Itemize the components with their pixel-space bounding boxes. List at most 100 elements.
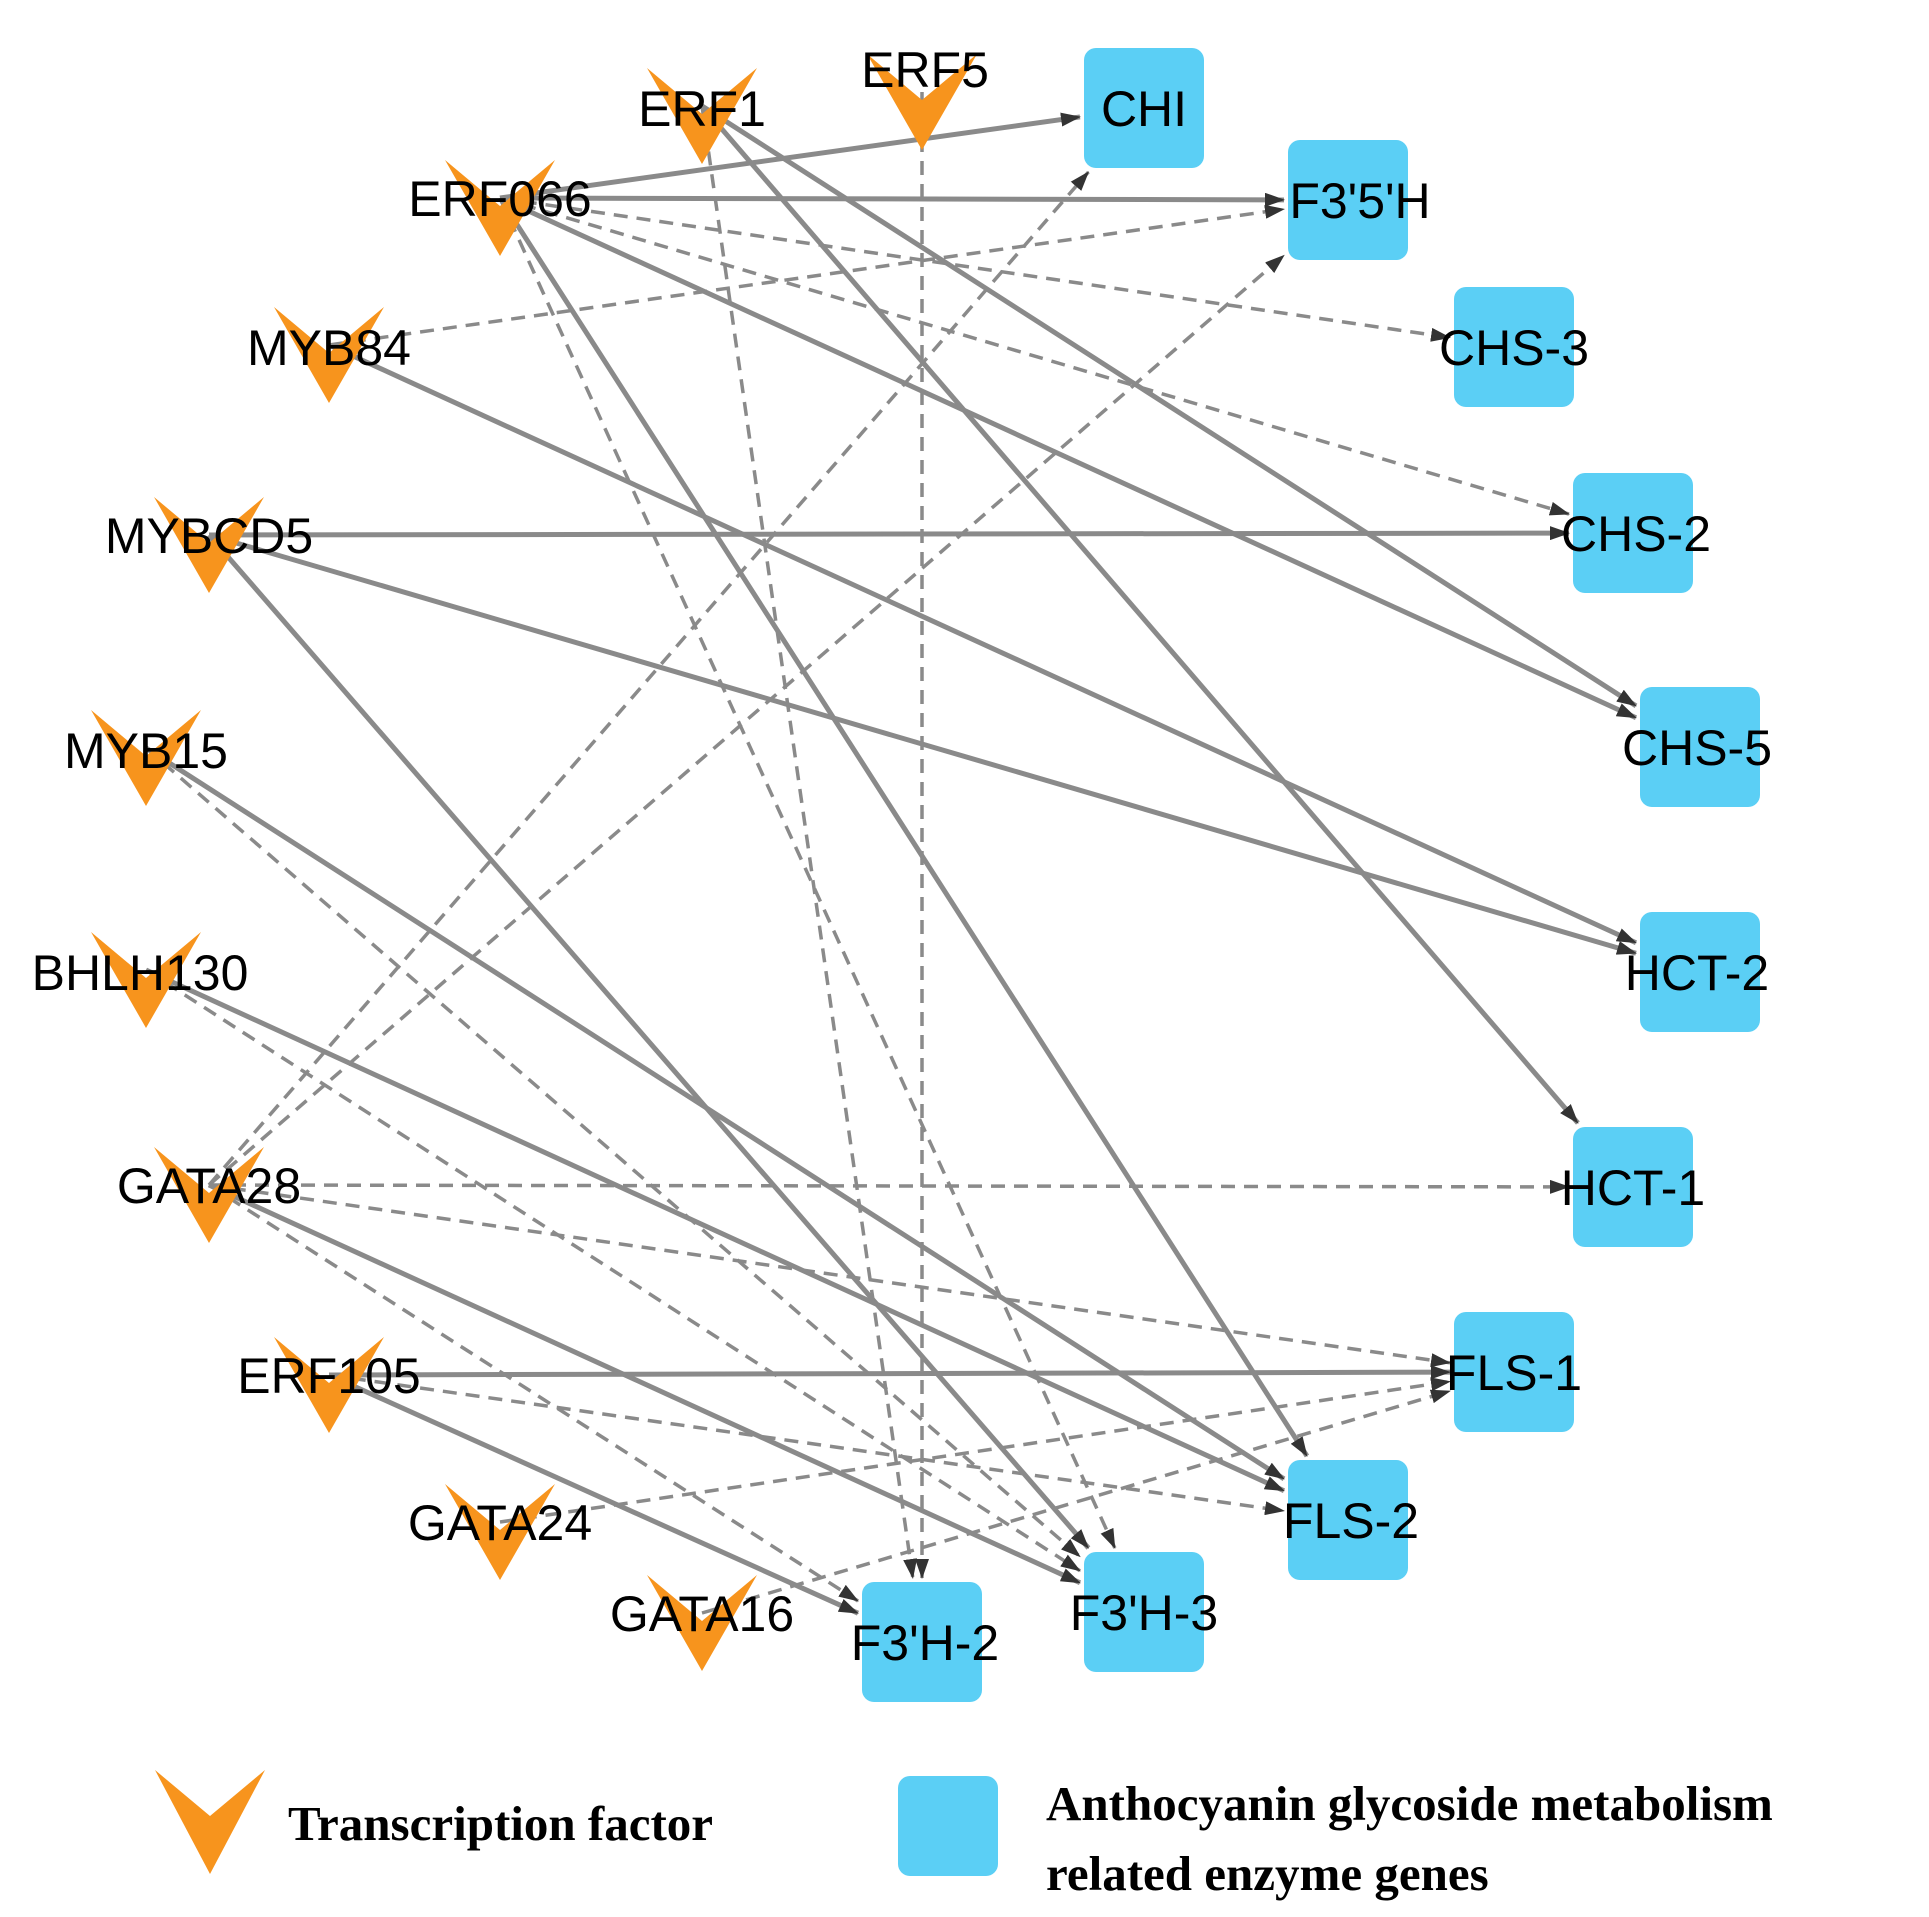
transcription-factor-shape: [647, 68, 757, 164]
node-label: CHS-3: [1439, 320, 1589, 376]
enzyme-gene-shape: [862, 1582, 982, 1702]
node-chs5: CHS-5: [1622, 687, 1772, 807]
edge-erf105-to-fls1: [328, 1365, 1451, 1380]
enzyme-gene-shape: [1084, 1552, 1204, 1672]
node-label: ERF066: [408, 171, 591, 227]
edge-mybcd5-to-f3h3: [207, 533, 1091, 1550]
node-label: ERF1: [638, 81, 766, 137]
nodes-layer: ERF5ERF1ERF066MYB84MYBCD5MYB15BHLH130GAT…: [32, 42, 1772, 1702]
node-erf066: ERF066: [408, 160, 592, 256]
enzyme-gene-shape: [1573, 473, 1693, 593]
enzyme-gene-shape: [1640, 912, 1760, 1032]
legend: Transcription factor Anthocyanin glycosi…: [155, 1770, 1773, 1901]
node-label: HCT-1: [1561, 1160, 1705, 1216]
edge-gata28-to-f35h: [207, 254, 1286, 1187]
node-mybcd5: MYBCD5: [105, 497, 313, 593]
node-hct2: HCT-2: [1625, 912, 1769, 1032]
legend-enzyme-gene-icon: [898, 1776, 998, 1876]
edge-bhlh130-to-fls2: [144, 967, 1286, 1493]
node-f35h: F3'5'H: [1288, 140, 1431, 260]
node-fls1: FLS-1: [1446, 1312, 1582, 1432]
node-erf105: ERF105: [237, 1337, 421, 1433]
node-label: GATA16: [610, 1586, 794, 1642]
edge-erf1-to-hct1: [700, 104, 1580, 1125]
legend-enzyme-gene-label-line1: Anthocyanin glycoside metabolism: [1046, 1776, 1773, 1831]
edge-gata16-to-fls1: [701, 1389, 1451, 1615]
node-label: CHS-2: [1561, 506, 1711, 562]
node-label: CHI: [1101, 81, 1187, 137]
edge-erf066-to-chs2: [499, 196, 1570, 516]
transcription-factor-shape: [274, 1337, 384, 1433]
transcription-factor-shape: [647, 1575, 757, 1671]
legend-transcription-factor-icon: [155, 1770, 265, 1874]
edge-erf066-to-chs5: [498, 195, 1638, 720]
enzyme-gene-shape: [1454, 287, 1574, 407]
enzyme-gene-shape: [1288, 140, 1408, 260]
node-label: GATA28: [117, 1158, 301, 1214]
edge-erf1-to-f3h2: [700, 105, 918, 1579]
node-label: F3'5'H: [1289, 173, 1430, 229]
node-label: GATA24: [408, 1495, 592, 1551]
node-label: ERF105: [237, 1348, 420, 1404]
node-label: MYB15: [64, 723, 228, 779]
node-fls2: FLS-2: [1283, 1460, 1419, 1580]
node-erf1: ERF1: [638, 68, 766, 164]
edge-myb15-to-f3h3: [144, 746, 1082, 1558]
edge-erf066-to-f3h3: [498, 197, 1117, 1549]
edge-erf1-to-chs5: [700, 103, 1638, 708]
edge-myb15-to-fls2: [144, 745, 1286, 1481]
node-gata16: GATA16: [610, 1575, 794, 1671]
node-erf5: ERF5: [861, 42, 989, 150]
node-f3h3: F3'H-3: [1070, 1552, 1218, 1672]
node-label: MYB84: [247, 320, 411, 376]
node-label: FLS-1: [1446, 1345, 1582, 1401]
edges-layer: [144, 92, 1638, 1616]
enzyme-gene-shape: [1573, 1127, 1693, 1247]
transcription-factor-shape: [867, 54, 977, 150]
edge-myb84-to-hct2: [327, 342, 1638, 946]
transcription-factor-shape: [91, 932, 201, 1028]
transcription-factor-shape: [445, 160, 555, 256]
transcription-factor-shape: [274, 307, 384, 403]
edge-gata28-to-f3h2: [208, 1183, 859, 1603]
edge-erf066-to-fls2: [497, 196, 1310, 1458]
enzyme-gene-shape: [1454, 1312, 1574, 1432]
node-chs2: CHS-2: [1561, 473, 1711, 593]
node-bhlh130: BHLH130: [32, 932, 249, 1028]
edge-erf066-to-chi: [499, 112, 1081, 201]
transcription-factor-shape: [445, 1484, 555, 1580]
node-chi: CHI: [1084, 48, 1204, 168]
edge-gata28-to-chi: [207, 170, 1090, 1187]
transcription-factor-shape: [91, 710, 201, 806]
node-label: BHLH130: [32, 945, 249, 1001]
legend-transcription-factor-label: Transcription factor: [288, 1796, 713, 1851]
edge-gata28-to-hct1: [208, 1179, 1570, 1194]
edge-gata28-to-fls1: [208, 1183, 1451, 1368]
node-myb15: MYB15: [64, 710, 228, 806]
edge-gata28-to-f3h3: [207, 1182, 1082, 1586]
node-label: F3'H-2: [851, 1615, 999, 1671]
edge-mybcd5-to-chs2: [208, 526, 1570, 541]
edge-erf105-to-f3h2: [327, 1372, 860, 1616]
node-hct1: HCT-1: [1561, 1127, 1705, 1247]
node-chs3: CHS-3: [1439, 287, 1589, 407]
node-label: ERF5: [861, 42, 989, 98]
enzyme-gene-shape: [1288, 1460, 1408, 1580]
node-gata28: GATA28: [117, 1147, 301, 1243]
node-f3h2: F3'H-2: [851, 1582, 999, 1702]
transcription-factor-shape: [154, 497, 264, 593]
legend-enzyme-gene-label-line2: related enzyme genes: [1046, 1846, 1489, 1901]
edge-erf066-to-f35h: [499, 192, 1285, 207]
node-gata24: GATA24: [408, 1484, 592, 1580]
node-label: HCT-2: [1625, 945, 1769, 1001]
enzyme-gene-shape: [1084, 48, 1204, 168]
enzyme-gene-shape: [1640, 687, 1760, 807]
node-label: F3'H-3: [1070, 1585, 1218, 1641]
node-label: MYBCD5: [105, 508, 313, 564]
edge-mybcd5-to-hct2: [208, 532, 1637, 956]
node-label: FLS-2: [1283, 1493, 1419, 1549]
transcription-factor-shape: [154, 1147, 264, 1243]
node-label: CHS-5: [1622, 720, 1772, 776]
node-myb84: MYB84: [247, 307, 411, 403]
